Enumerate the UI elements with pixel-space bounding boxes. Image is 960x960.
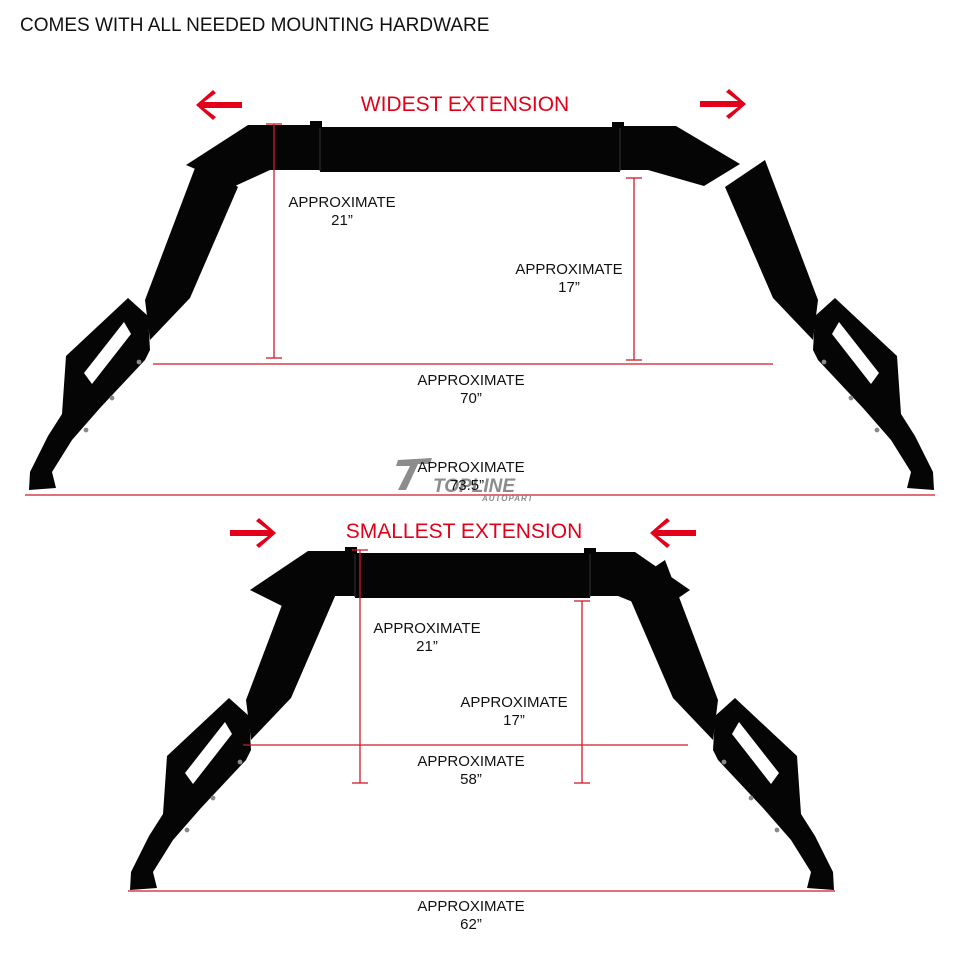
- smallest-height-right-value: 17”: [503, 712, 525, 729]
- arrow-right-icon: [230, 518, 276, 548]
- smallest-height-left-value: 21”: [416, 638, 438, 655]
- rack-widest: [29, 121, 934, 490]
- widest-height-left-value: 21”: [331, 212, 353, 229]
- widest-height-left-label: APPROXIMATE: [288, 194, 395, 211]
- smallest-extension-section: SMALLEST EXTENSION APPROXIMATE 21” APPRO…: [128, 518, 835, 933]
- smallest-outer-width-label: APPROXIMATE: [417, 898, 524, 915]
- widest-dimension-lines: [25, 123, 935, 496]
- arrow-right-icon: [700, 89, 746, 119]
- widest-inner-width-label: APPROXIMATE: [417, 372, 524, 389]
- widest-outer-width-label: APPROXIMATE: [417, 459, 524, 476]
- widest-height-right-label: APPROXIMATE: [515, 261, 622, 278]
- smallest-title: SMALLEST EXTENSION: [346, 520, 583, 543]
- widest-outer-width-value: 73.5”: [450, 477, 484, 494]
- topline-logo: TOPLINE AUTOPART: [396, 458, 534, 503]
- logo-main-text: TOPLINE: [433, 476, 516, 497]
- header-text: COMES WITH ALL NEEDED MOUNTING HARDWARE: [20, 15, 489, 36]
- rack-widest-right-leg: [725, 160, 934, 490]
- rack-smallest-right-leg: [625, 560, 834, 890]
- logo-sub-text: AUTOPART: [481, 494, 534, 503]
- smallest-outer-width-value: 62”: [460, 916, 482, 933]
- arrow-left-icon: [650, 518, 696, 548]
- rack-smallest-left-leg: [130, 560, 339, 890]
- smallest-inner-width-value: 58”: [460, 771, 482, 788]
- smallest-dimension-lines: [128, 549, 835, 892]
- rack-widest-left-leg: [29, 160, 238, 490]
- smallest-height-left-label: APPROXIMATE: [373, 620, 480, 637]
- widest-title: WIDEST EXTENSION: [361, 93, 569, 116]
- smallest-inner-width-label: APPROXIMATE: [417, 753, 524, 770]
- arrow-left-icon: [196, 90, 242, 120]
- widest-height-right-value: 17”: [558, 279, 580, 296]
- widest-extension-section: WIDEST EXTENSION APPROXIM: [25, 89, 935, 503]
- widest-inner-width-value: 70”: [460, 390, 482, 407]
- rack-smallest: [130, 547, 834, 890]
- smallest-height-right-label: APPROXIMATE: [460, 694, 567, 711]
